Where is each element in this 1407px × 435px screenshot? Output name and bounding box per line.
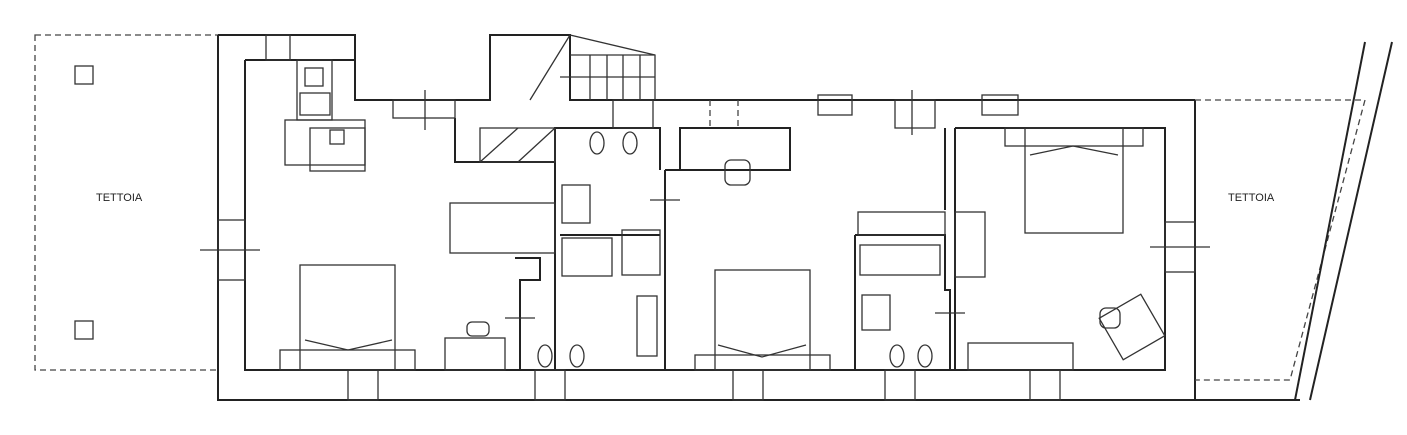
toilet-icon	[889, 344, 905, 368]
bathtub-icon	[561, 237, 613, 277]
chair-icon	[466, 321, 490, 337]
chair-icon	[724, 159, 751, 186]
left-canopy-label: TETTOIA	[96, 192, 143, 204]
staircase	[529, 34, 656, 101]
beds	[279, 127, 1144, 371]
outer-walls	[217, 34, 1300, 401]
right-canopy: TETTOIA	[1195, 41, 1393, 401]
sink-icon	[304, 67, 324, 87]
double-bed	[1024, 127, 1124, 234]
bidet-icon	[569, 344, 585, 368]
bathrooms	[537, 131, 941, 368]
doors	[200, 90, 1210, 319]
sink-icon	[561, 184, 591, 224]
sink-icon	[861, 294, 891, 331]
wardrobes	[449, 127, 986, 278]
toilet-icon	[537, 344, 553, 368]
stove-icon	[299, 92, 331, 116]
bathtub-icon	[859, 244, 941, 276]
kitchen	[284, 59, 366, 172]
left-canopy: TETTOIA	[34, 34, 219, 371]
pillar	[74, 320, 94, 340]
kitchen-island	[309, 127, 366, 172]
bidet-icon	[917, 344, 933, 368]
windows	[217, 34, 1196, 401]
desks	[444, 159, 1166, 371]
toilet-icon	[589, 131, 605, 155]
double-bed	[299, 264, 396, 371]
bidet-icon	[622, 131, 638, 155]
hood-icon	[329, 129, 345, 145]
chair-icon	[1099, 307, 1121, 329]
interior-walls	[354, 60, 956, 370]
right-canopy-label: TETTOIA	[1228, 192, 1275, 204]
pillar	[74, 65, 94, 85]
double-sink-icon	[636, 295, 658, 357]
shower-icon	[621, 229, 661, 276]
